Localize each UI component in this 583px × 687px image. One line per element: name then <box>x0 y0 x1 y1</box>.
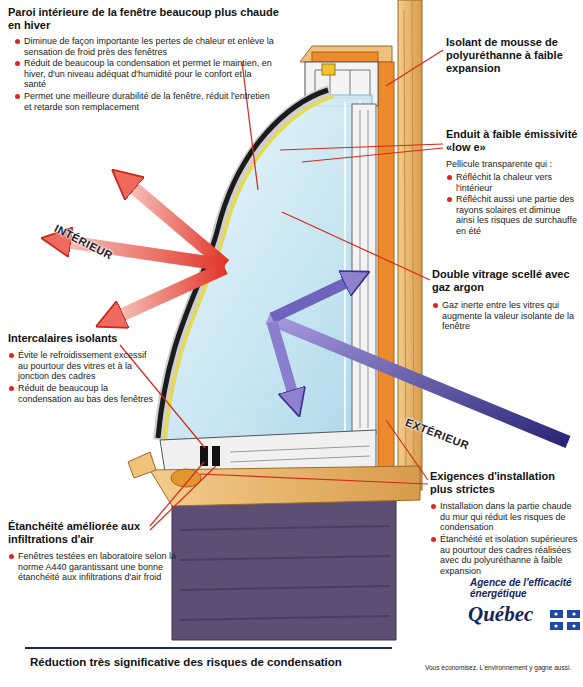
window-frame <box>160 430 376 472</box>
spacer <box>200 446 208 466</box>
callout-heading: Étanchéité améliorée aux infiltrations d… <box>8 520 183 546</box>
bullet-text: Évite le refroidissement excessif au pou… <box>8 350 158 382</box>
leader-line <box>200 474 428 484</box>
callout-heading: Double vitrage scellé avec gaz argon <box>432 268 578 294</box>
heat-arrow <box>115 268 225 318</box>
sash-detail <box>360 110 368 428</box>
callout-heading: Enduit à faible émissivité «low e» <box>446 128 578 154</box>
callout-heading: Isolant de mousse de polyuréthanne à fai… <box>446 36 578 75</box>
callout-heading: Exigences d'installation plus strictes <box>430 470 580 496</box>
rule-line <box>25 647 392 649</box>
bullet-text: Fenêtres testées en laboratoire selon la… <box>8 551 183 583</box>
frame-detail <box>230 446 370 462</box>
bullet-text: Réfléchit aussi une partie des rayons so… <box>446 194 578 236</box>
caption: Réduction très significative des risques… <box>30 656 415 669</box>
flag-symbol <box>550 610 580 630</box>
leader-line <box>280 144 443 150</box>
leader-line <box>386 50 443 86</box>
bullet-text: Étanchéité et isolation supérieures au p… <box>430 534 580 576</box>
logo-text: Agence de l'efficacité énergétique <box>470 578 582 599</box>
window-sash <box>352 104 376 434</box>
bullet-text: Réduit de beaucoup la condensation au ba… <box>8 383 158 404</box>
bullet-text: Réduit de beaucoup la condensation et pe… <box>14 58 276 90</box>
flag-fleur <box>554 612 557 615</box>
spacer <box>212 446 220 466</box>
flag-fleur <box>572 624 575 627</box>
leader-line <box>302 148 443 162</box>
glass-edge <box>160 92 330 440</box>
bullet-text: Gaz inerte entre les vitres qui augmente… <box>432 300 578 332</box>
bullet-text: Permet une meilleure durabilité de la fe… <box>14 91 276 112</box>
foam-block <box>322 64 335 75</box>
logo-name: Québec <box>468 602 550 627</box>
callout-heading: Intercalaires isolants <box>8 332 168 345</box>
leader-line <box>150 462 204 526</box>
bullet-text: Installation dans la partie chaude du mu… <box>430 501 580 533</box>
wood-trim <box>128 452 156 478</box>
flag-cross <box>550 618 580 622</box>
flag-fleur <box>572 612 575 615</box>
direction-label: EXTÉRIEUR <box>403 416 471 452</box>
wall-block <box>172 498 396 640</box>
slogan-text: Vous économisez. L'environnement y gagne… <box>425 664 581 672</box>
foam-insulation <box>378 62 394 472</box>
wall-texture <box>180 526 390 620</box>
bullet-text: Réfléchit la chaleur vers l'intérieur <box>446 172 578 193</box>
direction-label: INTÉRIEUR <box>52 222 115 262</box>
bullet-text: Diminue de façon importante les pertes d… <box>14 36 276 57</box>
callout-text: Pellicule transparente qui : <box>446 159 578 170</box>
wood-sill <box>150 466 420 506</box>
foam-insulation <box>312 52 378 62</box>
flag-fleur <box>554 624 557 627</box>
solar-arrow <box>272 322 294 398</box>
leader-line <box>242 62 258 190</box>
solar-arrow <box>272 280 352 318</box>
leader-line <box>150 466 216 530</box>
wood-header <box>300 46 392 62</box>
low-e-coating <box>164 96 334 444</box>
leader-line <box>282 212 430 280</box>
callout-heading: Paroi intérieure de la fenêtre beaucoup … <box>8 6 280 32</box>
